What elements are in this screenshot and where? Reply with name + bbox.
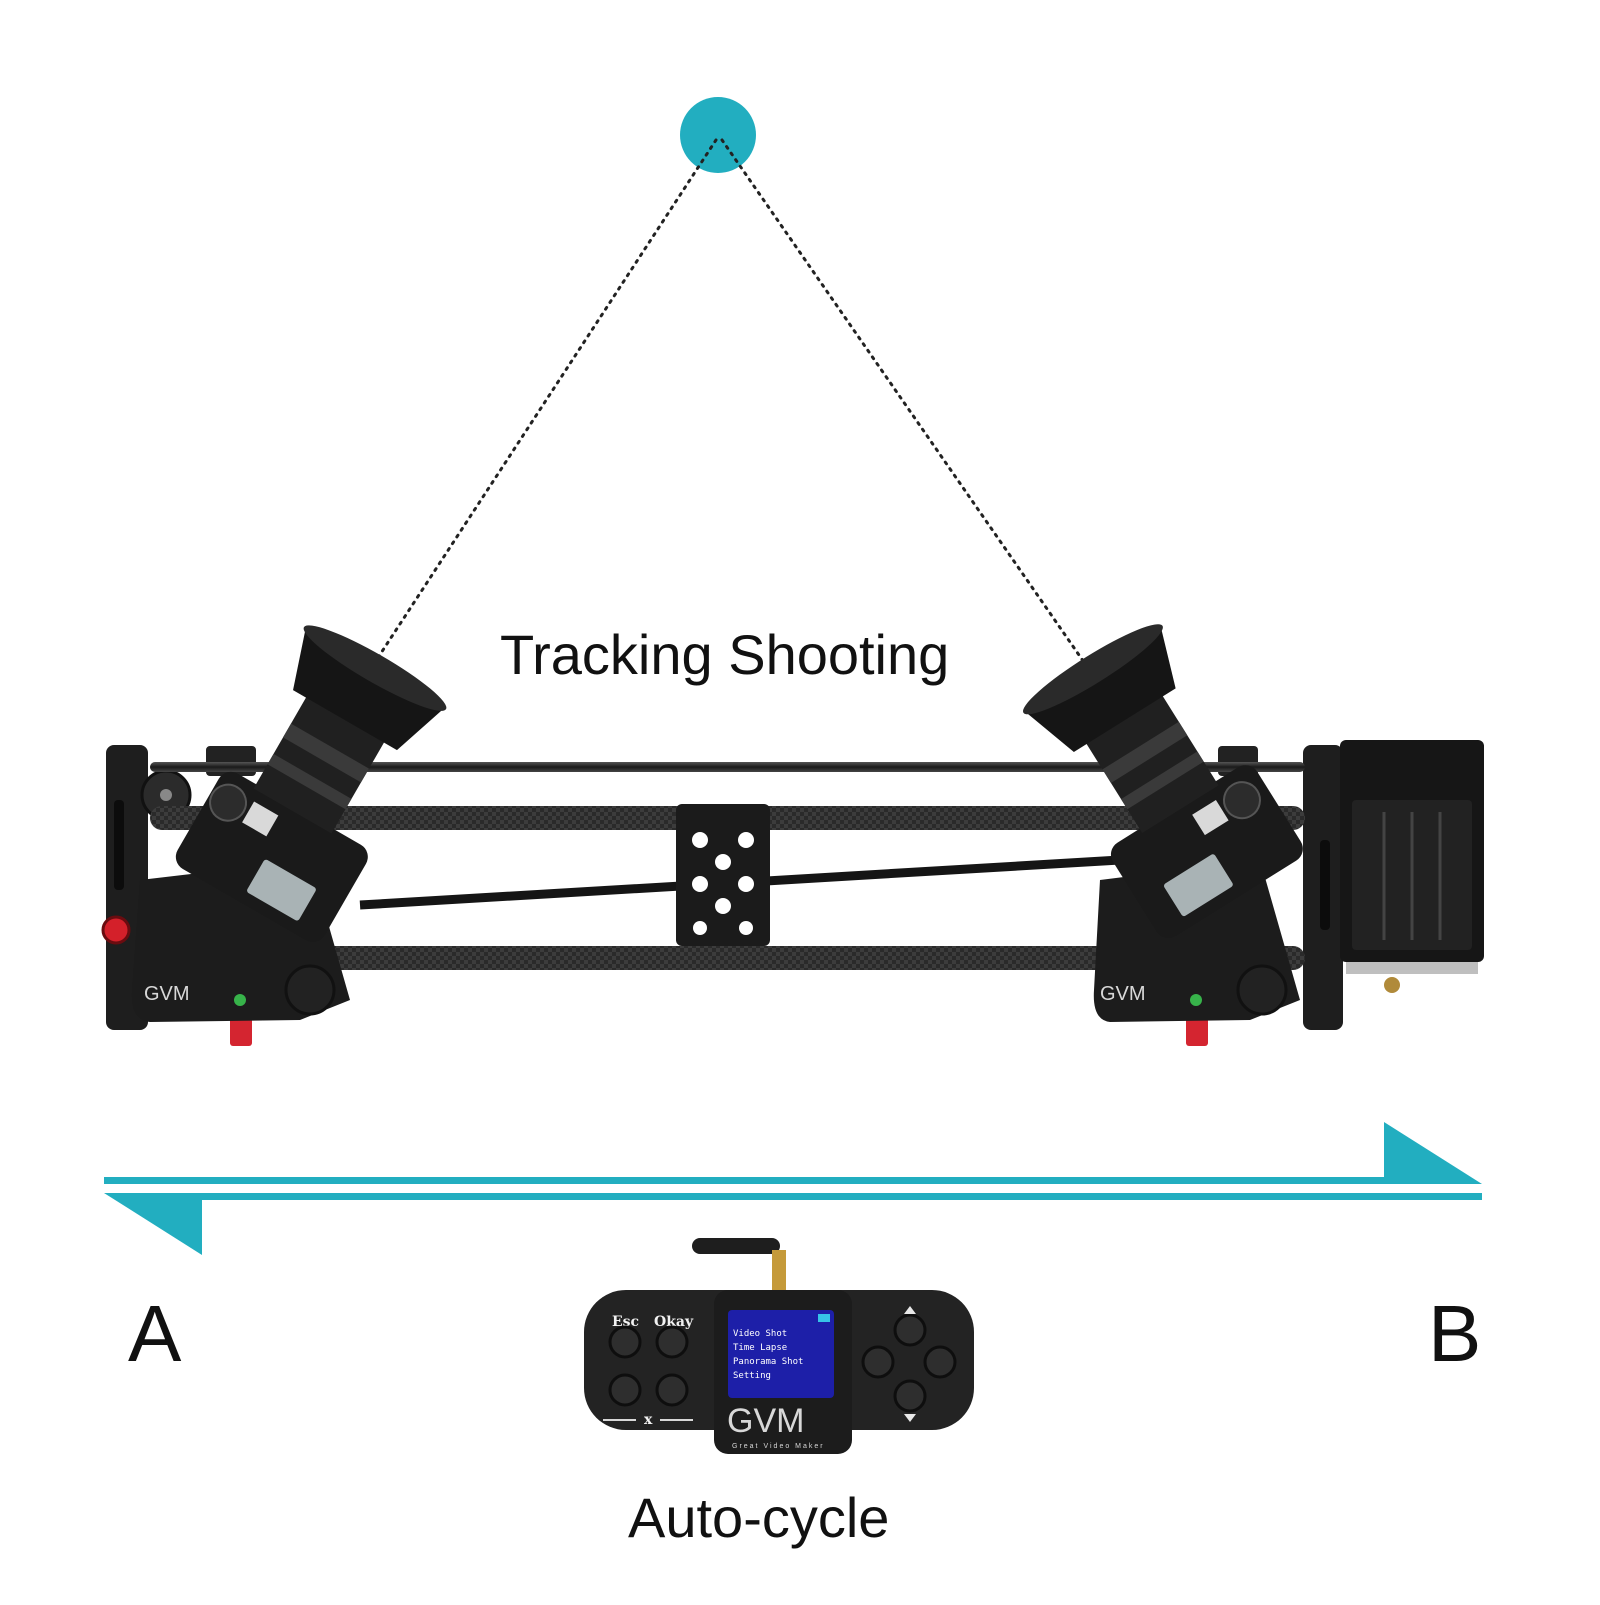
screen-menu-item-4: Setting (733, 1371, 771, 1381)
center-mount-plate (676, 804, 770, 946)
screen-menu-item-3: Panorama Shot (733, 1357, 803, 1367)
sight-line-right (720, 138, 1090, 670)
arrow-up-icon (904, 1306, 916, 1314)
controller-screen (728, 1310, 834, 1398)
arrow-a-to-b (104, 1122, 1482, 1184)
subject-target-dot (680, 97, 756, 173)
right-lens-hood (1025, 626, 1176, 752)
screen-menu-item-2: Time Lapse (733, 1343, 787, 1353)
dpad-right-button[interactable] (923, 1345, 957, 1379)
arrow-down-icon (904, 1414, 916, 1422)
camera-slider (101, 740, 1484, 1046)
left-carriage-knob (230, 1018, 252, 1046)
sight-line-left (364, 138, 718, 678)
right-carriage-brand: GVM (1100, 983, 1146, 1005)
esc-button[interactable] (608, 1325, 642, 1359)
point-a-button[interactable] (608, 1373, 642, 1407)
left-lens-hood (293, 628, 445, 751)
diagram-title: Tracking Shooting (500, 623, 950, 686)
camera-at-a: GVM (131, 625, 447, 1022)
screen-menu-item-1: Video Shot (733, 1329, 787, 1339)
auto-cycle-caption: Auto-cycle (628, 1486, 890, 1549)
dpad-up-button[interactable] (893, 1313, 927, 1347)
okay-button[interactable] (655, 1325, 689, 1359)
arrow-b-to-a (104, 1193, 1482, 1255)
right-carriage-knob (1186, 1018, 1208, 1046)
okay-label: Okay (654, 1314, 694, 1330)
left-lock-knob (101, 915, 131, 945)
lower-carbon-rod (150, 946, 1305, 970)
dpad-left-button[interactable] (861, 1345, 895, 1379)
esc-label: Esc (612, 1314, 639, 1330)
point-b-label: B (1428, 1289, 1482, 1378)
controller-brand: GVM (727, 1402, 804, 1440)
top-thin-rod (150, 762, 1305, 772)
camera-at-b: GVM (1023, 624, 1303, 1022)
x-label: x (644, 1412, 653, 1428)
controller-tagline: Great Video Maker (732, 1443, 825, 1450)
point-b-button[interactable] (655, 1373, 689, 1407)
dpad-down-button[interactable] (893, 1379, 927, 1413)
battery-housing (1340, 740, 1484, 993)
left-carriage-brand: GVM (144, 983, 190, 1005)
point-a-label: A (128, 1289, 182, 1378)
wireless-controller: Video Shot Time Lapse Panorama Shot Sett… (584, 1238, 974, 1454)
controller-antenna (692, 1238, 780, 1254)
